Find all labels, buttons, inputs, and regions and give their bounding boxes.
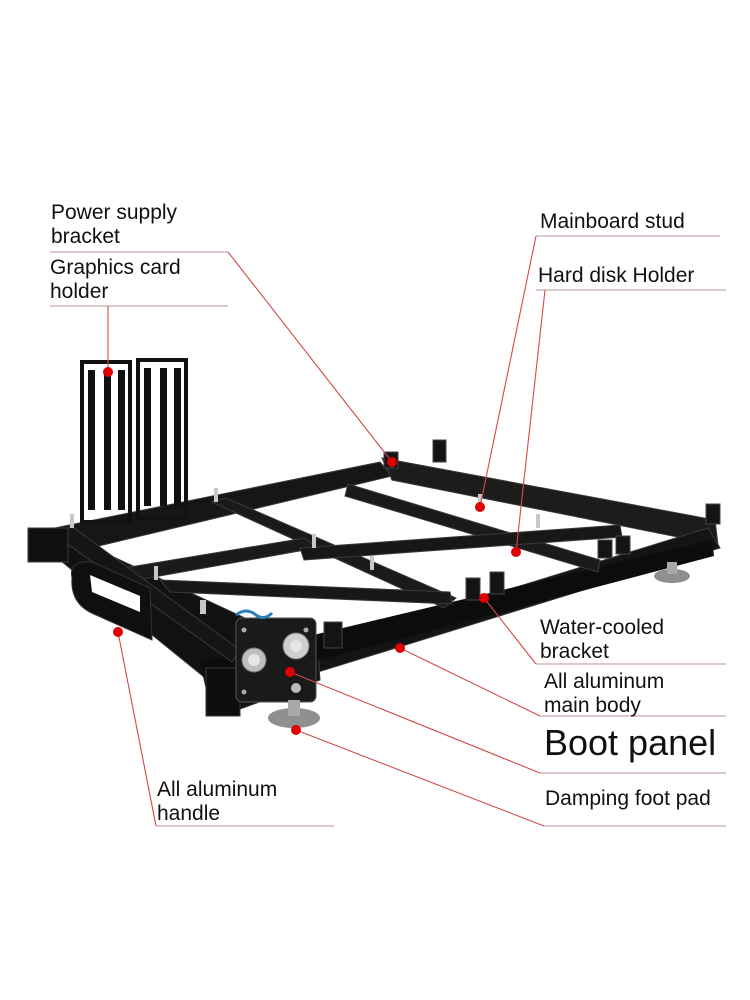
label-power-supply-bracket-line1: Power supply — [51, 201, 178, 224]
label-hard-disk-holder-text: Hard disk Holder — [538, 264, 695, 287]
label-all-aluminum-main-body-line1: All aluminum — [544, 670, 665, 693]
handle — [70, 561, 153, 641]
label-hard-disk-holder: Hard disk Holder — [538, 264, 694, 288]
label-all-aluminum-handle-line1: All aluminum — [157, 778, 278, 801]
markers — [103, 367, 521, 735]
label-all-aluminum-main-body-line2: main body — [544, 694, 641, 717]
label-graphics-card-holder: Graphics card holder — [50, 256, 181, 304]
cross-rail-3 — [158, 579, 453, 605]
cross-rail-2 — [110, 537, 318, 583]
label-water-cooled-bracket-line1: Water-cooled — [540, 616, 665, 639]
label-power-supply-bracket-line2: bracket — [51, 225, 120, 248]
boot-panel — [235, 609, 317, 703]
label-mainboard-stud-text: Mainboard stud — [540, 210, 685, 233]
leader-lines — [107, 235, 546, 827]
left-end-block — [27, 527, 69, 563]
label-all-aluminum-handle: All aluminum handle — [157, 778, 277, 826]
front-rail-face — [200, 540, 714, 690]
label-power-supply-bracket: Power supply bracket — [51, 201, 177, 249]
label-all-aluminum-handle-line2: handle — [157, 802, 221, 825]
label-underlines — [50, 235, 726, 827]
damping-feet — [268, 562, 690, 728]
label-graphics-card-holder-line1: Graphics card — [50, 256, 181, 279]
studs — [70, 488, 540, 614]
front-corner-block — [205, 667, 241, 717]
label-damping-foot-pad: Damping foot pad — [545, 787, 711, 811]
label-graphics-card-holder-line2: holder — [50, 280, 109, 303]
label-mainboard-stud: Mainboard stud — [540, 210, 685, 234]
label-boot-panel-text: Boot panel — [544, 722, 717, 763]
label-water-cooled-bracket-line2: bracket — [540, 640, 609, 663]
label-water-cooled-bracket: Water-cooled bracket — [540, 616, 664, 664]
label-all-aluminum-main-body: All aluminum main body — [544, 670, 664, 718]
graphics-card-holder — [80, 358, 188, 524]
label-damping-foot-pad-text: Damping foot pad — [545, 787, 711, 810]
frame-structure — [27, 457, 721, 717]
label-boot-panel: Boot panel — [544, 723, 716, 763]
